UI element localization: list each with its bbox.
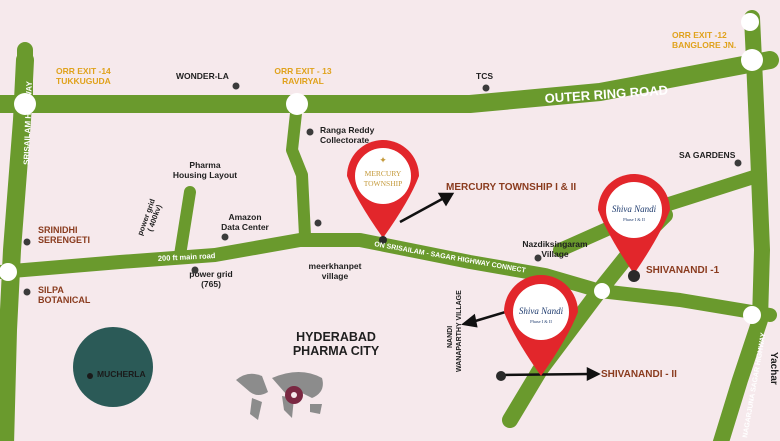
silpa-dot: [23, 288, 31, 296]
shivanandi1-project-label[interactable]: SHIVANANDI -1: [646, 265, 720, 276]
amazon-dot: [221, 233, 229, 241]
exit14-line2: TUKKUGUDA: [56, 75, 111, 86]
srinidhi-line1: SRINIDHI: [38, 225, 78, 235]
silpa-line1: SILPA: [38, 285, 64, 295]
nandi-label-line2: WANAPARTHY VILLAGE: [456, 290, 463, 372]
exit14-label: ORR EXIT -14 TUKKUGUDA: [56, 66, 111, 87]
shivanandi2-project-label[interactable]: SHIVANANDI - II: [601, 369, 677, 380]
exit14-line1: ORR EXIT -14: [56, 66, 111, 76]
shivanandi2-arrow: [499, 372, 591, 377]
srisailam-highway: [0, 51, 34, 441]
nazdik-line2: Village: [541, 248, 569, 259]
power-grid-765-line2: (765): [201, 278, 221, 289]
meerkhanpet-dot: [314, 219, 322, 227]
shivanandi2-logo-line2: Phase I & II: [530, 319, 552, 324]
yachar-label: Yachar: [768, 352, 779, 385]
wonderla-dot: [232, 82, 240, 90]
srisailam-highway-label: SRISAILAM HIGHWAY: [22, 80, 34, 165]
pharma-layout-line2: Housing Layout: [172, 169, 238, 180]
nandi-label-line1: NANDI: [447, 326, 454, 348]
junction-sagar: [594, 283, 610, 299]
silpa-label: SILPA BOTANICAL: [38, 285, 90, 306]
pharma-city-line2: PHARMA CITY: [292, 344, 380, 359]
nazdik-dot: [534, 254, 542, 262]
main-road-east: [593, 284, 777, 322]
mercury-logo-mark: ✦: [379, 155, 387, 165]
mercury-pin: [347, 140, 419, 244]
junction-exit13: [286, 93, 308, 115]
junction-exit12: [741, 49, 763, 71]
shivanandi1-pin: [598, 174, 670, 282]
collectorate-label: Ranga Reddy Collectorate: [320, 125, 375, 146]
exit12-line2: BANGLORE JN.: [672, 39, 737, 50]
power-grid-765-line1: power grid: [189, 269, 233, 279]
pharma-city-label: HYDERABAD PHARMA CITY: [286, 330, 386, 359]
exit13-line1: ORR EXIT - 13: [274, 66, 332, 76]
junction-srisailam: [0, 263, 17, 281]
shivanandi2-pin: [496, 275, 578, 381]
junction-exit14: [14, 93, 36, 115]
srinidhi-line2: SERENGETI: [38, 235, 91, 246]
silpa-line2: BOTANICAL: [38, 295, 91, 306]
main-road-label: 200 ft main road: [158, 251, 216, 263]
outer-ring-road: [0, 51, 779, 113]
amazon-line1: Amazon: [228, 212, 262, 222]
mercury-arrow: [399, 196, 445, 224]
pharma-city-line1: HYDERABAD: [296, 330, 376, 344]
mucherla-area: [73, 327, 153, 407]
sa-gardens-label: SA GARDENS: [679, 150, 736, 160]
mucherla-label: MUCHERLA: [97, 369, 146, 379]
exit13-line2: RAVIRYAL: [282, 75, 324, 86]
shivanandi1-logo-line1: Shiva Nandi: [612, 204, 657, 214]
amazon-line2: Data Center: [221, 221, 269, 232]
exit12-label: ORR EXIT -12 BANGLORE JN.: [672, 30, 737, 51]
raviryal-road: [286, 98, 311, 242]
tcs-label: TCS: [476, 71, 493, 81]
tcs-dot: [482, 84, 490, 92]
nazdik-line1: Nazdiksingaram: [522, 239, 588, 249]
junction-east: [743, 306, 761, 324]
outer-ring-road-label: OUTER RING ROAD: [544, 82, 668, 106]
power-grid-765-label: power grid (765): [180, 269, 242, 290]
sa-gardens-dot: [734, 159, 742, 167]
exit12-line1: ORR EXIT -12: [672, 30, 727, 40]
amazon-label: Amazon Data Center: [213, 212, 277, 233]
mercury-logo-line1: MERCURY: [365, 169, 402, 178]
pharma-layout-road: [174, 186, 196, 261]
collectorate-dot: [306, 128, 314, 136]
exit13-label: ORR EXIT - 13 RAVIRYAL: [268, 66, 338, 87]
mercury-project-label[interactable]: MERCURY TOWNSHIP I & II: [446, 182, 577, 193]
pharma-layout-label: Pharma Housing Layout: [160, 160, 250, 181]
srinidhi-label: SRINIDHI SERENGETI: [38, 225, 90, 246]
shivanandi2-logo-line1: Shiva Nandi: [519, 306, 564, 316]
collectorate-line1: Ranga Reddy: [320, 125, 375, 135]
meerkhanpet-label: meerkhanpet village: [300, 261, 370, 282]
meerkhanpet-line2: village: [321, 270, 349, 281]
wonderla-label: WONDER-LA: [176, 71, 229, 81]
mercury-logo-line2: TOWNSHIP: [364, 179, 403, 188]
nazdik-label: Nazdiksingaram Village: [508, 239, 602, 260]
srinidhi-dot: [23, 238, 31, 246]
collectorate-line2: Collectorate: [320, 134, 370, 145]
mucherla-dot: [87, 373, 93, 379]
main-road: [0, 233, 607, 298]
shivanandi1-logo-line2: Phase I & II: [623, 217, 645, 222]
power-grid-765-dot: [191, 266, 199, 274]
meerkhanpet-line1: meerkhanpet: [308, 261, 362, 271]
sagar-highway-label: ON SRISAILAM - SAGAR HIGHWAY CONNECT: [374, 241, 527, 275]
junction-top: [741, 13, 759, 31]
pharma-layout-line1: Pharma: [189, 160, 221, 170]
world-map-inset: [236, 372, 323, 420]
